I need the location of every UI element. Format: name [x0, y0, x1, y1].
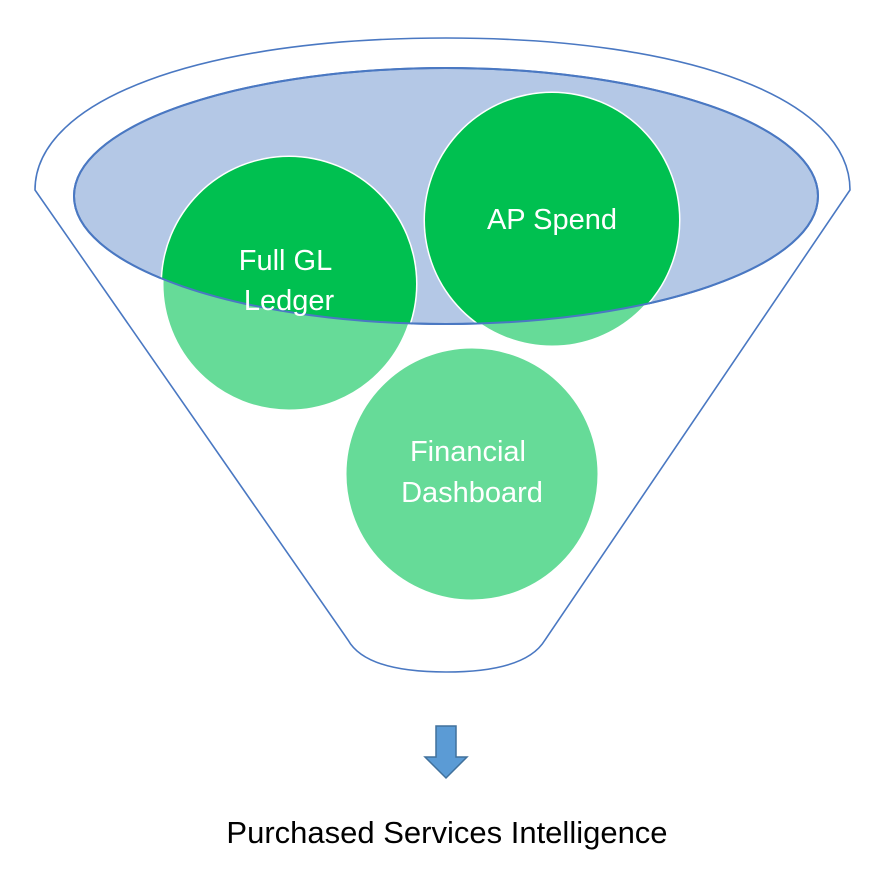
circle-label-line: Financial — [410, 436, 526, 468]
circle-label-line: Dashboard — [401, 477, 543, 509]
circle-label-line: AP Spend — [487, 204, 617, 236]
circle-label-full-gl-ledger: Full GL Ledger — [239, 245, 339, 317]
circle-label-ap-spend: AP Spend — [487, 204, 617, 236]
circle-label-line: Ledger — [244, 285, 335, 317]
input-circle-ap-spend — [423, 91, 681, 349]
input-circle-full-gl-ledger — [160, 155, 418, 413]
circle-label-line: Full GL — [239, 245, 332, 277]
output-label: Purchased Services Intelligence — [226, 815, 668, 850]
input-circle-financial-dashboard — [343, 345, 601, 603]
circle-label-financial-dashboard: Financial Dashboard — [401, 436, 543, 509]
down-arrow-icon — [423, 725, 469, 780]
